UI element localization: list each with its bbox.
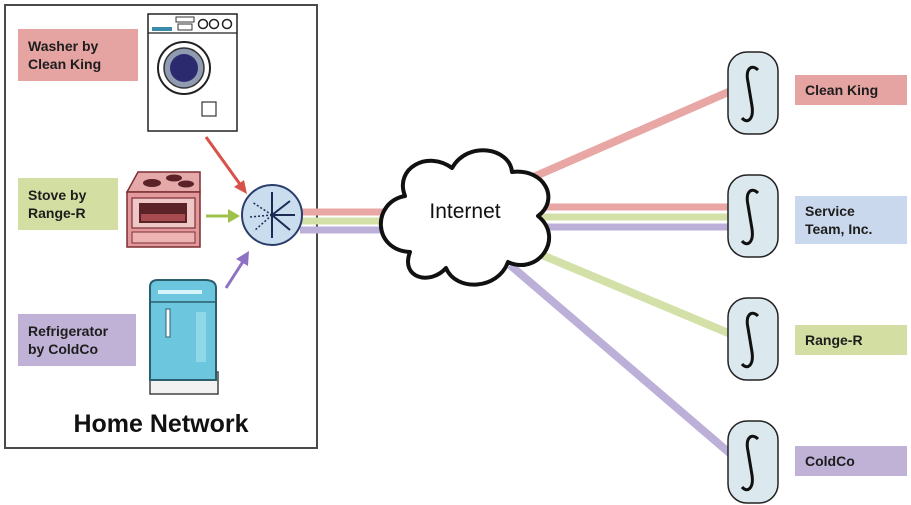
line-to-range-r bbox=[528, 246, 735, 339]
washer-icon bbox=[147, 13, 238, 132]
home-network-title: Home Network bbox=[73, 410, 249, 438]
stove-icon bbox=[125, 171, 201, 248]
provider-label-service-team: Service Team, Inc. bbox=[795, 196, 907, 244]
refrigerator-icon bbox=[149, 279, 219, 395]
provider-label-range-r: Range-R bbox=[795, 325, 907, 355]
washer-label: Washer by Clean King bbox=[18, 29, 138, 81]
router-icon bbox=[241, 184, 303, 246]
provider-label-coldco: ColdCo bbox=[795, 446, 907, 476]
line-to-coldco bbox=[507, 261, 736, 460]
stove-label: Stove by Range-R bbox=[18, 178, 118, 230]
internet-cloud-icon bbox=[378, 148, 552, 287]
line-to-clean-king bbox=[513, 86, 735, 189]
refrigerator-label: Refrigerator by ColdCo bbox=[18, 314, 136, 366]
server-icon-clean-king bbox=[727, 51, 779, 135]
server-icon-service-team bbox=[727, 174, 779, 258]
internet-label: Internet bbox=[429, 200, 501, 223]
server-icon-range-r bbox=[727, 297, 779, 381]
server-icon-coldco bbox=[727, 420, 779, 504]
appliance-arrows bbox=[204, 136, 249, 289]
provider-label-clean-king: Clean King bbox=[795, 75, 907, 105]
